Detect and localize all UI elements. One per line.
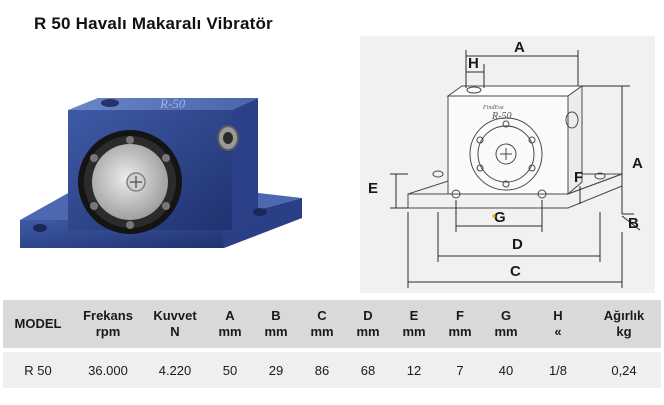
dim-label-d: D [512, 236, 523, 253]
dim-label-g: G [494, 209, 506, 226]
header-model: MODEL [3, 300, 73, 351]
dim-label-h: H [468, 55, 479, 72]
drawing-brand: FindEva [482, 105, 504, 111]
cell-c: 86 [299, 348, 345, 388]
cell-frekans: 36.000 [73, 348, 143, 388]
cell-e: 12 [391, 348, 437, 388]
product-photo: R-50 [20, 96, 302, 248]
dim-label-c: C [510, 263, 521, 280]
cell-d: 68 [345, 348, 391, 388]
product-plate-text: R-50 [159, 96, 186, 111]
cell-model: R 50 [3, 348, 73, 388]
cell-g: 40 [483, 348, 529, 388]
cell-h: 1/8 [529, 348, 587, 388]
dimension-drawing: FindEva R-50 A B C D E F G H A [360, 36, 655, 293]
cell-b: 29 [253, 348, 299, 388]
dim-label-b: B [628, 215, 639, 232]
cell-a: 50 [207, 348, 253, 388]
dim-label-e: E [368, 180, 378, 197]
page-title: R 50 Havalı Makaralı Vibratör [34, 14, 273, 33]
cell-kuvvet: 4.220 [143, 348, 207, 388]
dim-label-a-right: A [632, 155, 643, 172]
dim-label-a-top: A [514, 39, 525, 56]
drawing-plate-text: R-50 [491, 111, 511, 122]
dim-label-f: F [574, 169, 583, 186]
cell-agirlik: 0,24 [587, 348, 661, 388]
table-row: R 50 36.000 4.220 50 29 86 68 12 7 40 1/… [3, 348, 661, 388]
header-h: H« [529, 300, 587, 351]
cell-f: 7 [437, 348, 483, 388]
